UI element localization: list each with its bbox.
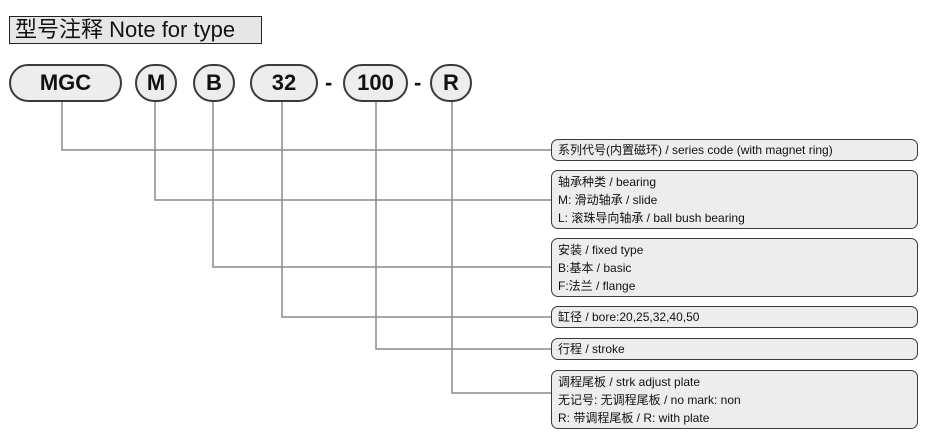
code-part-bore: 32 <box>250 64 318 102</box>
description-line: M: 滑动轴承 / slide <box>558 193 658 207</box>
leader-line-stroke <box>375 102 551 350</box>
description-line: 轴承种类 / bearing <box>558 175 657 189</box>
description-line: 无记号: 无调程尾板 / no mark: non <box>558 393 741 407</box>
code-part-mount: B <box>193 64 235 102</box>
description-line: F:法兰 / flange <box>558 279 636 293</box>
description-bore: 缸径 / bore:20,25,32,40,50 <box>551 306 918 328</box>
description-bearing: 轴承种类 / bearing M: 滑动轴承 / slide L: 滚珠导向轴承… <box>551 170 918 229</box>
description-line: B:基本 / basic <box>558 261 632 275</box>
description-line: 安装 / fixed type <box>558 243 644 257</box>
description-line: L: 滚珠导向轴承 / ball bush bearing <box>558 211 745 225</box>
code-part-stroke: 100 <box>343 64 408 102</box>
description-line: 系列代号(内置磁环) / series code (with magnet ri… <box>558 143 833 157</box>
leader-line-adjust-plate <box>451 102 551 394</box>
code-part-bearing: M <box>135 64 177 102</box>
description-line: 缸径 / bore:20,25,32,40,50 <box>558 310 700 324</box>
description-line: 调程尾板 / strk adjust plate <box>558 375 701 389</box>
description-fixed-type: 安装 / fixed type B:基本 / basic F:法兰 / flan… <box>551 238 918 297</box>
code-separator: - <box>414 70 422 95</box>
description-adjust-plate: 调程尾板 / strk adjust plate 无记号: 无调程尾板 / no… <box>551 370 918 429</box>
leader-line-mount <box>212 102 551 268</box>
code-separator: - <box>325 70 333 95</box>
description-line: R: 带调程尾板 / R: with plate <box>558 411 710 425</box>
page-title: 型号注释 Note for type <box>9 16 262 44</box>
leader-line-bearing <box>154 102 551 201</box>
code-part-series: MGC <box>9 64 122 102</box>
code-part-adjust-plate: R <box>430 64 472 102</box>
description-series-code: 系列代号(内置磁环) / series code (with magnet ri… <box>551 139 918 161</box>
description-line: 行程 / stroke <box>558 342 625 356</box>
leader-line-series <box>61 102 551 151</box>
description-stroke: 行程 / stroke <box>551 338 918 360</box>
leader-line-bore <box>281 102 551 318</box>
